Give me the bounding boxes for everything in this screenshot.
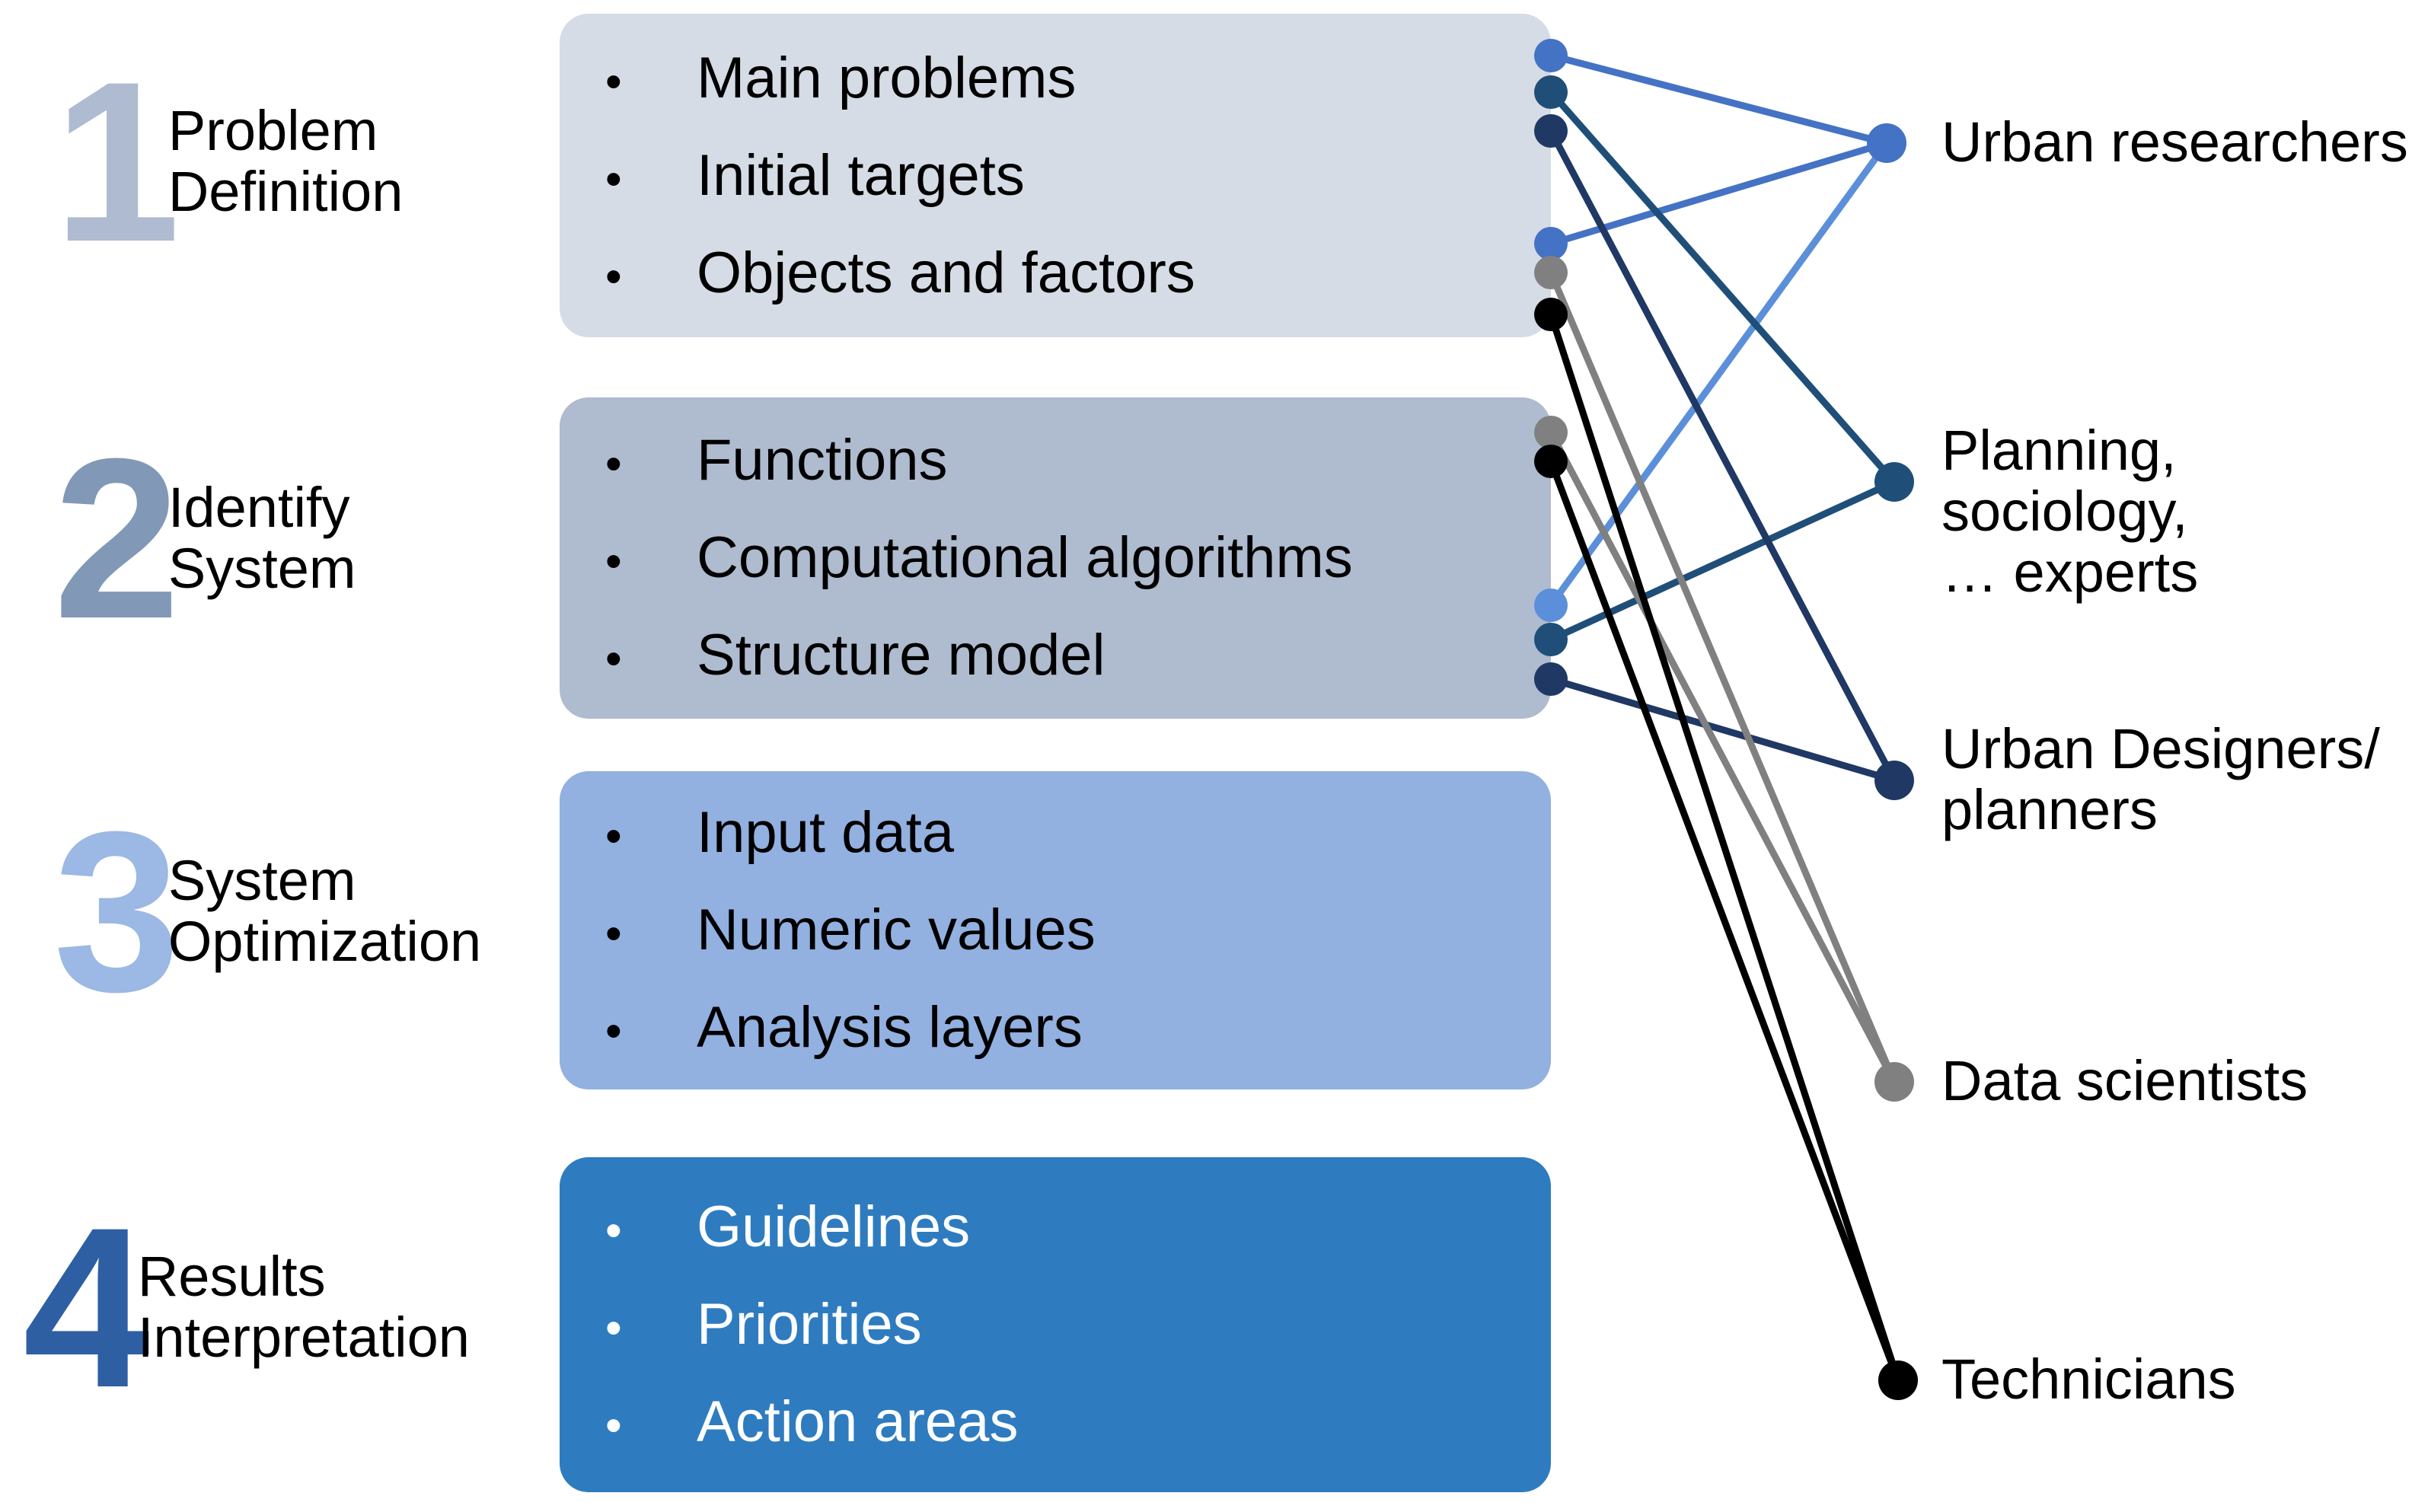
step-3-caption-line-1: System — [168, 849, 356, 913]
network-link — [1547, 478, 1898, 643]
network-link — [1547, 52, 1890, 147]
network-target-node-planning-sociology[interactable] — [1874, 462, 1914, 502]
list-item: • Priorities — [605, 1296, 1536, 1354]
bullet-icon: • — [605, 1302, 622, 1354]
network-target-node-urban-researchers[interactable] — [1867, 123, 1906, 163]
network-link — [1547, 139, 1890, 609]
bullet-icon: • — [605, 1005, 622, 1057]
list-item: • Main problems — [605, 49, 1536, 107]
panel-2-bullet-list: • Functions • Computational algorithms •… — [605, 432, 1536, 684]
panel-problem-definition[interactable]: • Main problems • Initial targets • Obje… — [560, 14, 1551, 337]
bullet-icon: • — [605, 152, 622, 206]
list-item: • Analysis layers — [605, 999, 1536, 1057]
network-link — [1547, 88, 1898, 486]
bullet-icon: • — [605, 908, 622, 960]
step-2-caption-line-1: Identify — [168, 476, 350, 540]
panel-3-bullet-list: • Input data • Numeric values • Analysis… — [605, 804, 1536, 1057]
step-3-caption: System Optimization — [168, 850, 481, 972]
step-3-caption-line-2: Optimization — [168, 910, 482, 973]
bullet-icon: • — [605, 1399, 622, 1452]
bullet-icon: • — [605, 438, 622, 490]
list-item: • Numeric values — [605, 901, 1536, 959]
network-target-node-technicians[interactable] — [1878, 1360, 1918, 1400]
panel-4-bullet-list: • Guidelines • Priorities • Action areas — [605, 1198, 1536, 1451]
bullet-text: Main problems — [697, 45, 1077, 110]
list-item: • Input data — [605, 804, 1536, 862]
step-4-caption: Results Interpretation — [138, 1246, 470, 1368]
network-link — [1547, 311, 1902, 1384]
bullet-text: Objects and factors — [697, 240, 1195, 305]
step-2-number: 2 — [53, 410, 180, 666]
list-item: • Structure model — [605, 627, 1536, 684]
bullet-icon: • — [605, 55, 622, 108]
network-link — [1547, 429, 1898, 1086]
bullet-icon: • — [605, 810, 622, 863]
stakeholder-label-data-scientists: Data scientists — [1941, 1049, 2308, 1112]
bullet-icon: • — [605, 250, 622, 303]
step-3-number: 3 — [53, 783, 180, 1039]
list-item: • Action areas — [605, 1393, 1536, 1451]
network-links — [1547, 52, 1902, 1384]
network-link — [1547, 139, 1890, 247]
bullet-text: Priorities — [697, 1292, 922, 1357]
bullet-text: Guidelines — [697, 1195, 971, 1259]
network-nodes — [1534, 39, 1918, 1400]
bullet-text: Numeric values — [697, 898, 1096, 962]
step-4-caption-line-1: Results — [137, 1245, 326, 1309]
bullet-text: Computational algorithms — [697, 525, 1353, 590]
step-1-caption-line-2: Definition — [168, 160, 404, 223]
network-link — [1547, 458, 1902, 1384]
panel-identify-system[interactable]: • Functions • Computational algorithms •… — [560, 397, 1551, 719]
step-1-label: 1 Problem Definition — [53, 33, 404, 289]
step-4-number: 4 — [23, 1179, 150, 1435]
network-link — [1547, 675, 1898, 784]
list-item: • Initial targets — [605, 142, 1536, 208]
bullet-text: Structure model — [697, 623, 1106, 687]
panel-results-interpretation[interactable]: • Guidelines • Priorities • Action areas — [560, 1157, 1551, 1492]
panel-1-bullet-list: • Main problems • Initial targets • Obje… — [605, 49, 1536, 302]
step-2-caption-line-2: System — [168, 537, 356, 600]
step-2-label: 2 Identify System — [53, 410, 356, 666]
list-item: • Computational algorithms — [605, 529, 1536, 587]
bullet-text: Action areas — [697, 1389, 1019, 1454]
network-link — [1547, 269, 1898, 1086]
bullet-icon: • — [605, 633, 622, 685]
list-item: • Functions — [605, 432, 1536, 490]
bullet-text: Input data — [697, 800, 955, 865]
step-2-caption: Identify System — [168, 477, 356, 599]
list-item: • Guidelines — [605, 1198, 1536, 1256]
step-1-caption-line-1: Problem — [168, 99, 378, 163]
panel-system-optimization[interactable]: • Input data • Numeric values • Analysis… — [560, 771, 1551, 1089]
stakeholder-label-urban-designers: Urban Designers/ planners — [1941, 717, 2380, 841]
stakeholder-label-urban-researchers: Urban researchers — [1941, 110, 2408, 174]
bullet-text: Initial targets — [697, 142, 1025, 208]
step-1-caption: Problem Definition — [168, 100, 404, 222]
network-link — [1547, 127, 1898, 784]
step-4-label: 4 Results Interpretation — [23, 1179, 470, 1435]
network-target-node-urban-designers[interactable] — [1874, 761, 1914, 800]
bullet-icon: • — [605, 1204, 622, 1257]
network-target-node-data-scientists[interactable] — [1874, 1062, 1914, 1102]
stakeholder-label-technicians: Technicians — [1941, 1348, 2236, 1411]
step-1-number: 1 — [53, 33, 180, 289]
bullet-text: Analysis layers — [697, 995, 1083, 1060]
list-item: • Objects and factors — [605, 244, 1536, 302]
step-4-caption-line-2: Interpretation — [137, 1306, 470, 1369]
step-3-label: 3 System Optimization — [53, 783, 481, 1039]
bullet-icon: • — [605, 535, 622, 588]
stakeholder-label-planning-sociology: Planning, sociology, … experts — [1941, 419, 2199, 604]
bullet-text: Functions — [697, 428, 948, 493]
